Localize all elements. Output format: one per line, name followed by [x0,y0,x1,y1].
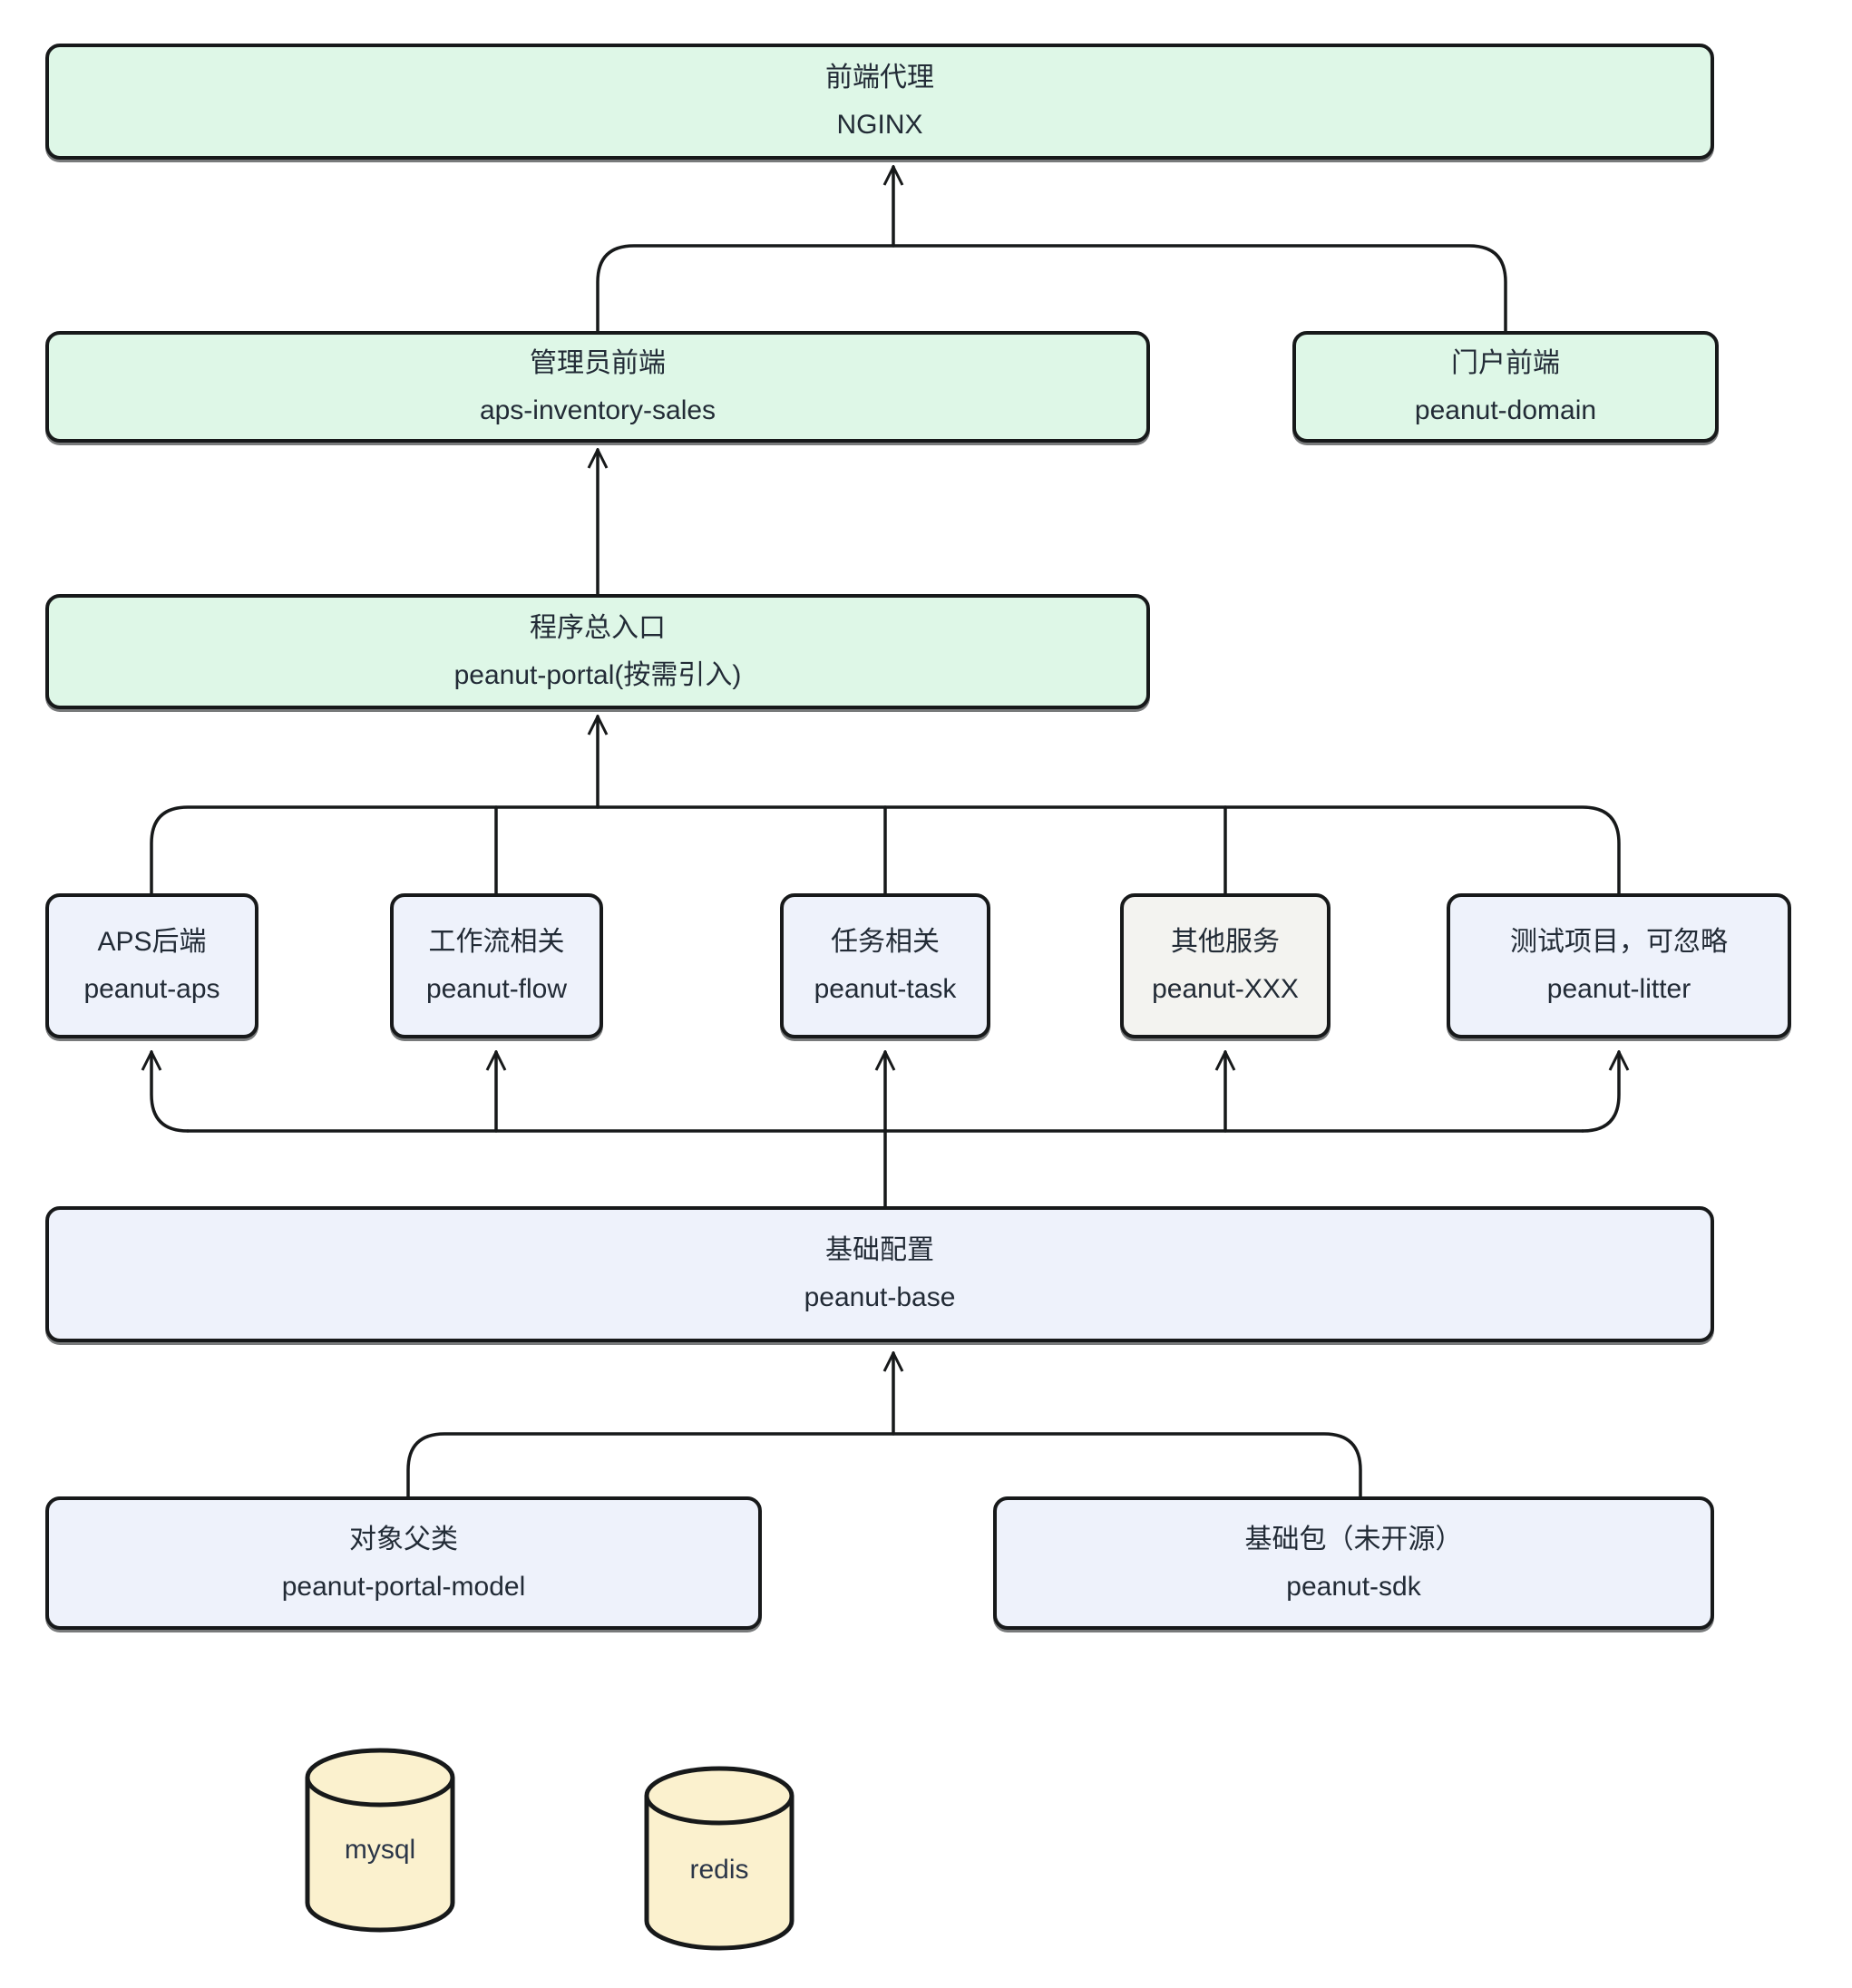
node-title: 基础配置 [825,1235,934,1265]
edge-deps-to-base-bus [406,1432,1362,1498]
node-title: 前端代理 [825,63,934,93]
node-title: 工作流相关 [428,927,565,957]
node-title: APS后端 [97,927,207,957]
node-title: 任务相关 [831,927,940,957]
node-title: 对象父类 [349,1524,458,1554]
node-title: 其他服务 [1171,927,1280,957]
mysql-cylinder-top [305,1748,455,1808]
redis-cylinder [644,1796,794,1951]
node-subtitle: peanut-base [804,1282,956,1312]
node-base-config: 基础配置 peanut-base [45,1206,1714,1342]
node-object-parent-model: 对象父类 peanut-portal-model [45,1496,762,1630]
node-subtitle: peanut-litter [1546,974,1691,1004]
node-other-service: 其他服务 peanut-XXX [1120,893,1331,1038]
node-portal-entry: 程序总入口 peanut-portal(按需引入) [45,594,1150,709]
mysql-cylinder [305,1778,455,1933]
node-frontend-proxy-nginx: 前端代理 NGINX [45,44,1714,160]
redis-cylinder-top [644,1766,794,1826]
node-subtitle: aps-inventory-sales [479,395,716,425]
node-portal-frontend-domain: 门户前端 peanut-domain [1292,331,1719,443]
node-title: 测试项目，可忽略 [1510,927,1728,957]
node-subtitle: peanut-aps [83,974,220,1004]
node-base-sdk: 基础包（未开源） peanut-sdk [993,1496,1714,1630]
node-subtitle: peanut-XXX [1152,974,1299,1004]
node-title: 基础包（未开源） [1244,1524,1463,1554]
node-task-service: 任务相关 peanut-task [780,893,990,1038]
edge-frontends-to-nginx-bus [596,244,1507,333]
node-aps-backend: APS后端 peanut-aps [45,893,258,1038]
redis-database-label: redis [689,1855,749,1885]
edge-base-to-aps-arrow [151,1052,190,1133]
node-title: 门户前端 [1451,347,1560,378]
node-subtitle: peanut-portal(按需引入) [453,659,742,690]
node-title: 程序总入口 [530,612,666,643]
node-subtitle: peanut-sdk [1286,1571,1421,1602]
node-subtitle: peanut-flow [425,974,568,1004]
node-subtitle: peanut-portal-model [281,1571,526,1602]
node-workflow-service: 工作流相关 peanut-flow [390,893,603,1038]
edge-base-to-litter-arrow [1581,1052,1619,1133]
node-test-project: 测试项目，可忽略 peanut-litter [1447,893,1791,1038]
node-title: 管理员前端 [530,347,666,378]
node-admin-frontend: 管理员前端 aps-inventory-sales [45,331,1150,443]
node-subtitle: peanut-task [814,974,957,1004]
node-subtitle: NGINX [836,110,923,140]
node-subtitle: peanut-domain [1414,395,1597,425]
mysql-database-label: mysql [344,1835,416,1865]
